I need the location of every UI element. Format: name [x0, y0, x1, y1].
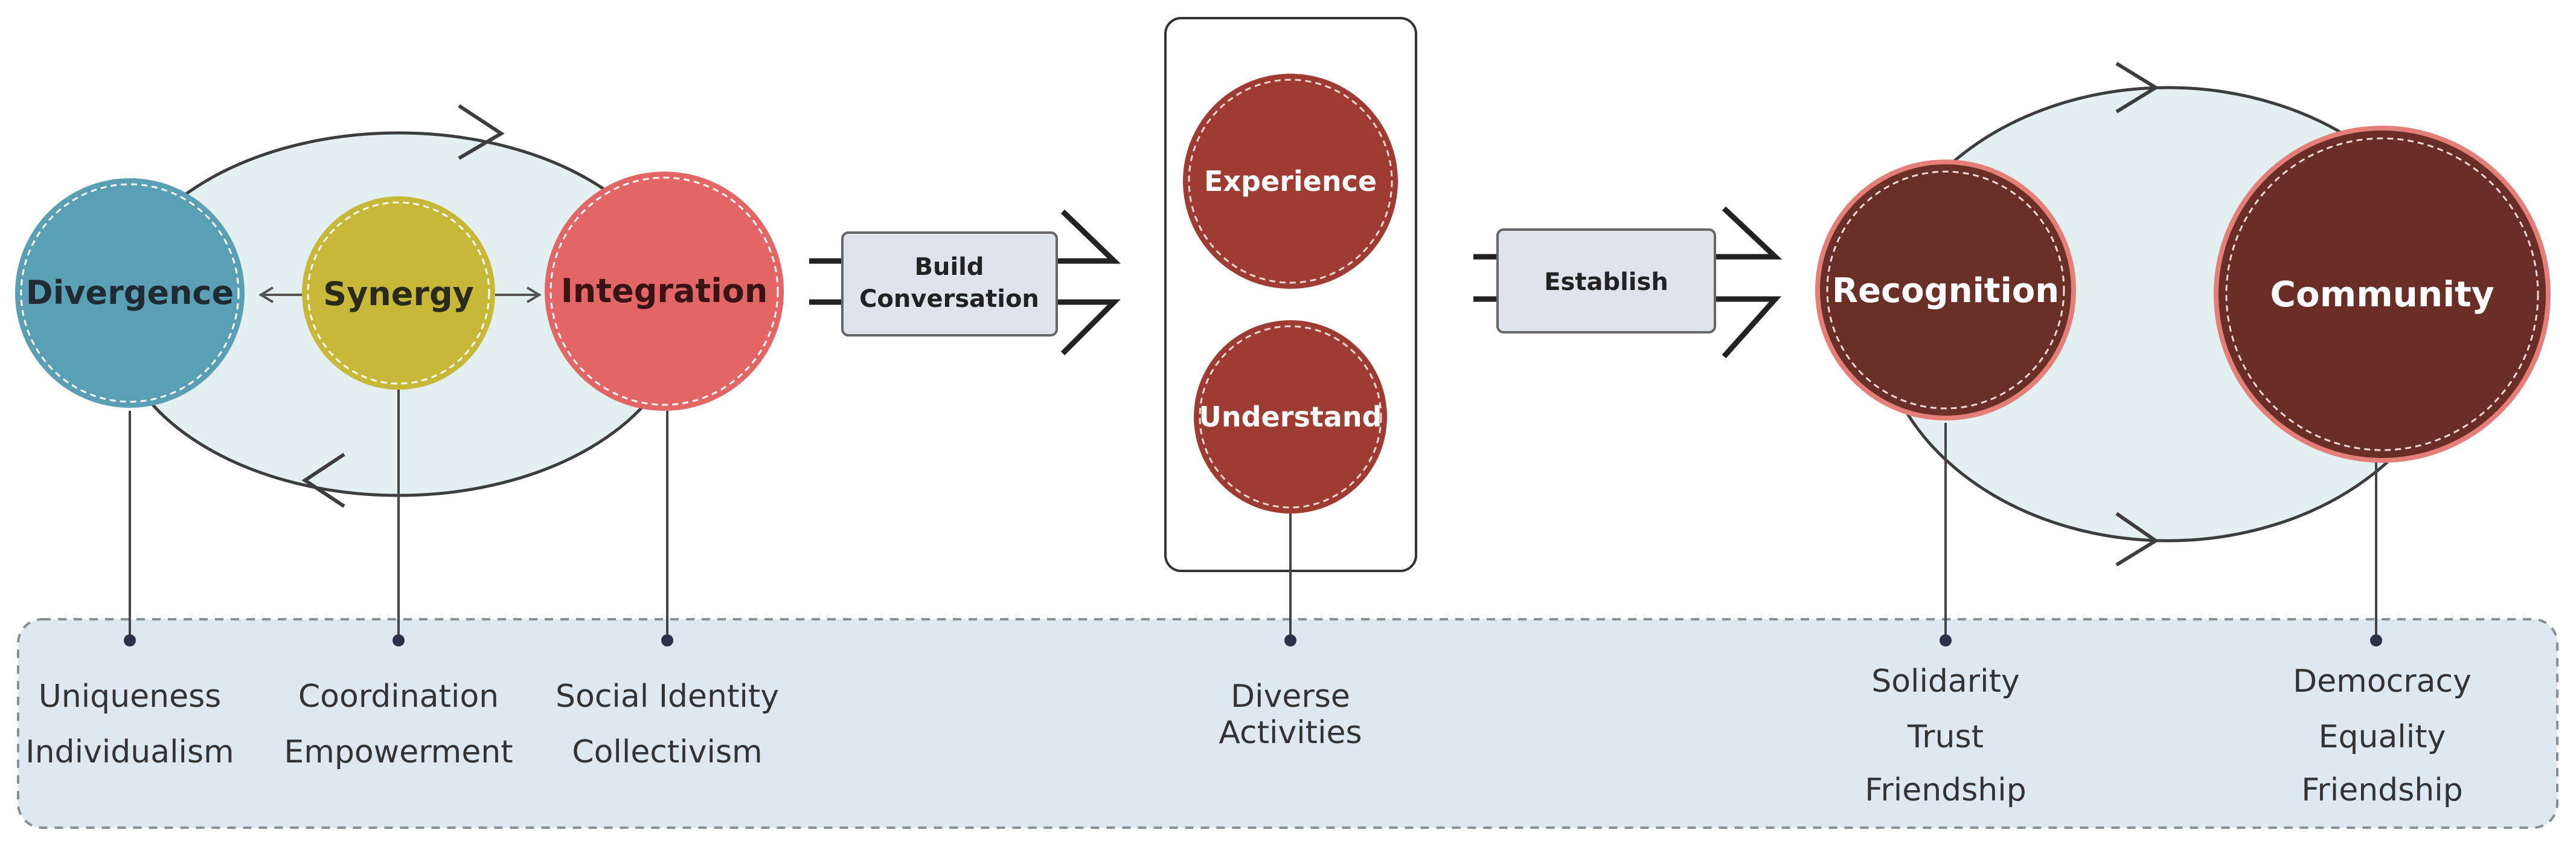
- build-conversation-connector: Build Conversation: [809, 209, 1121, 356]
- attr-trust: Trust: [1907, 719, 1984, 755]
- attr-activities: Activities: [1219, 715, 1362, 751]
- left-cycle-arrow-top: [458, 104, 505, 160]
- attr-democracy: Democracy: [2293, 663, 2472, 700]
- establish-arrowhead-top: [1722, 206, 1783, 260]
- attributes-panel: [17, 618, 2558, 829]
- build-conversation-box: [841, 231, 1058, 337]
- understand-label: Understand: [1199, 401, 1382, 433]
- build-arrowhead-bottom: [1060, 299, 1121, 356]
- attr-collectivism: Collectivism: [572, 734, 762, 770]
- recognition-circle-dashed-ring: [1826, 170, 2065, 410]
- activities-leader-dot: [1284, 634, 1296, 646]
- community-label: Community: [2270, 274, 2494, 315]
- integration-circle-dashed-ring: [549, 176, 779, 406]
- synergy-circle: [302, 196, 495, 390]
- establish-connector: Establish: [1473, 206, 1783, 359]
- synergy-label: Synergy: [323, 275, 474, 313]
- left-cycle-arrow-bottom: [301, 453, 345, 508]
- understand-circle-dashed-ring: [1199, 325, 1382, 509]
- integration-leader-dot: [661, 634, 673, 646]
- integration-circle: [545, 172, 784, 411]
- recognition-label: Recognition: [1832, 271, 2059, 311]
- divergence-leader-dot: [124, 634, 136, 646]
- build-arrowhead-top: [1060, 209, 1121, 264]
- divergence-circle: [15, 178, 245, 408]
- community-circle: [2214, 126, 2551, 463]
- experience-circle: [1183, 74, 1398, 289]
- experience-label: Experience: [1204, 165, 1377, 198]
- left-cycle-group: Divergence Synergy Integration: [15, 104, 784, 646]
- attr-equality: Equality: [2319, 719, 2446, 755]
- conversation-label: Conversation: [859, 285, 1039, 313]
- synergy-circle-dashed-ring: [307, 201, 490, 385]
- synergy-to-integration-arrowhead: [526, 286, 542, 303]
- attr-coordination: Coordination: [298, 678, 499, 715]
- community-circle-dashed-ring: [2225, 137, 2539, 451]
- community-leader-dot: [2370, 634, 2382, 646]
- attr-uniqueness: Uniqueness: [39, 678, 222, 715]
- attr-social-identity: Social Identity: [556, 678, 779, 715]
- establish-box: [1496, 228, 1716, 333]
- experience-circle-dashed-ring: [1188, 79, 1393, 284]
- establish-arrowhead-bottom: [1722, 296, 1782, 359]
- attr-empowerment: Empowerment: [284, 734, 513, 770]
- attr-individualism: Individualism: [25, 734, 234, 770]
- right-cycle-group: Recognition Community: [1815, 62, 2551, 646]
- activities-group: Experience Understand: [1164, 17, 1417, 646]
- recognition-leader-dot: [1940, 634, 1952, 646]
- attr-diverse: Diverse: [1231, 678, 1350, 715]
- attr-solidarity: Solidarity: [1871, 663, 2020, 700]
- integration-label: Integration: [561, 272, 768, 310]
- attribute-labels: Uniqueness Individualism Coordination Em…: [25, 663, 2472, 808]
- build-label: Build: [914, 253, 984, 281]
- synergy-leader-dot: [392, 634, 405, 646]
- recognition-circle: [1815, 159, 2076, 420]
- synergy-to-divergence-arrowhead: [258, 286, 274, 303]
- right-cycle-arrow-bottom: [2115, 512, 2159, 567]
- right-cycle-arrow-top: [2115, 62, 2159, 114]
- attr-friendship-community: Friendship: [2301, 772, 2462, 808]
- divergence-label: Divergence: [26, 274, 234, 312]
- establish-label: Establish: [1544, 268, 1668, 296]
- understand-circle: [1194, 320, 1387, 514]
- attr-friendship-recognition: Friendship: [1865, 772, 2026, 808]
- divergence-circle-dashed-ring: [20, 183, 240, 403]
